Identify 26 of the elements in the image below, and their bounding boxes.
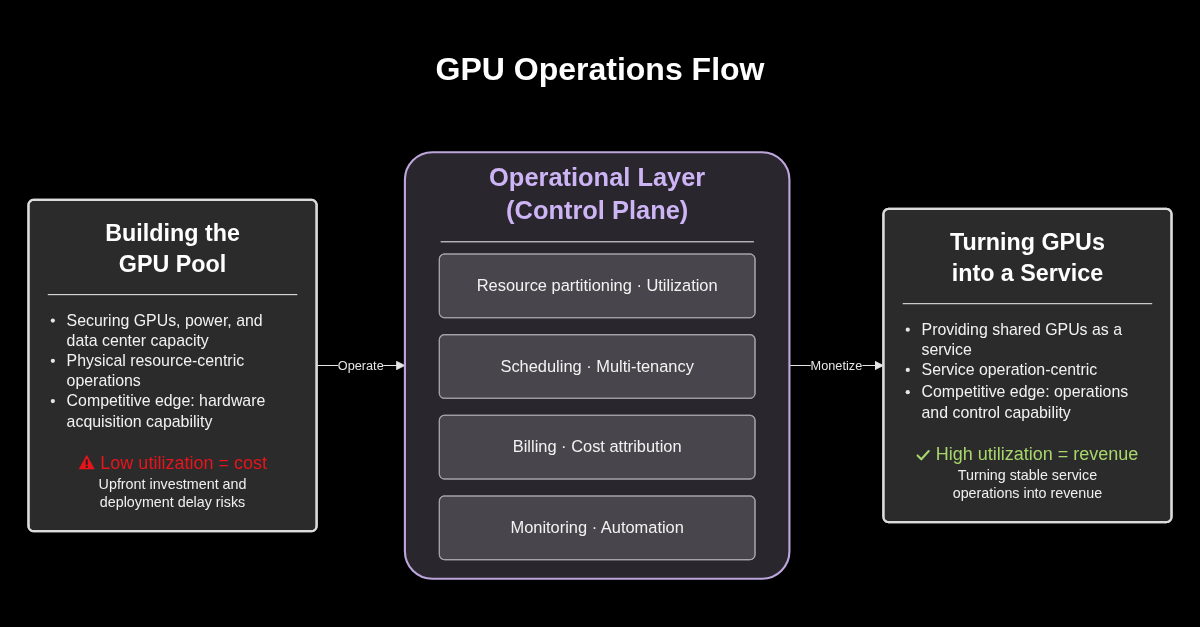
- diagram-title: GPU Operations Flow: [435, 50, 765, 89]
- edge-label: Monetize: [810, 358, 863, 374]
- item-label: Scheduling · Multi-tenancy: [499, 355, 695, 377]
- status-text: High utilization = revenue: [935, 444, 1139, 465]
- item-box: [438, 253, 756, 319]
- item-label: Monitoring · Automation: [509, 517, 685, 539]
- group-title: Operational Layer (Control Plane): [488, 161, 707, 227]
- bullet-text: Competitive edge: hardware acquisition capability: [66, 390, 267, 432]
- note-text: Upfront investment and deployment delay risks: [97, 475, 248, 513]
- panel-heading: Turning GPUs into a Service: [949, 228, 1106, 288]
- item-label: Resource partitioning · Utilization: [475, 275, 719, 297]
- panel-card: [882, 207, 1173, 524]
- item-box: [438, 414, 756, 480]
- panel-card: [27, 198, 318, 533]
- item-box: [438, 495, 756, 561]
- bullet-text: Physical resource-centric operations: [66, 350, 246, 391]
- item-box: [438, 334, 756, 399]
- panel-heading: Building the GPU Pool: [104, 218, 241, 279]
- bullet-text: Service operation-centric: [921, 359, 1099, 380]
- bullet-text: Providing shared GPUs as a service: [921, 319, 1123, 360]
- edge-label: Operate: [337, 358, 384, 374]
- warning-text: Low utilization = cost: [100, 453, 267, 474]
- note-text: Turning stable service operations into revenue: [951, 465, 1104, 504]
- bullet-text: Competitive edge: operations and control capability: [921, 381, 1130, 423]
- item-label: Billing · Cost attribution: [511, 436, 683, 458]
- bullet-text: Securing GPUs, power, and data center capacity: [66, 310, 264, 351]
